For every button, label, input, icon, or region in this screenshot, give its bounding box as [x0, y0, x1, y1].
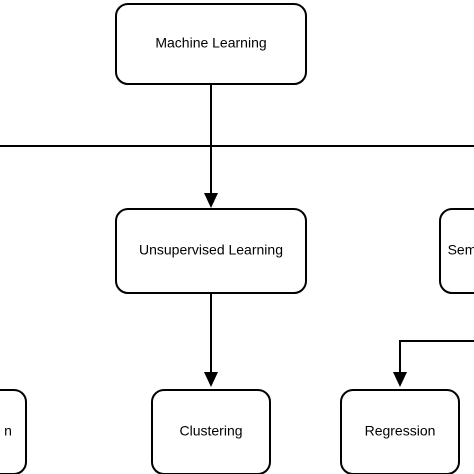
- node-clustering[interactable]: Clustering: [151, 389, 271, 474]
- node-machine-learning-label: Machine Learning: [155, 35, 266, 51]
- node-regression-box: [340, 389, 460, 474]
- node-semi-supervised-partial-label: Sem: [448, 242, 474, 258]
- node-classification-partial-box: [0, 389, 27, 474]
- node-unsupervised-learning-label: Unsupervised Learning: [139, 242, 283, 258]
- node-unsupervised-learning[interactable]: Unsupervised Learning: [115, 208, 307, 294]
- node-regression[interactable]: Regression: [340, 389, 460, 474]
- node-clustering-label: Clustering: [179, 423, 242, 439]
- node-classification-partial[interactable]: n: [0, 389, 27, 474]
- edge-unsupervised-to-clustering: [204, 293, 218, 387]
- node-machine-learning[interactable]: Machine Learning: [115, 3, 307, 85]
- edge-semi-supervised-to-regression: [393, 340, 474, 387]
- edge-unsupervised-to-clustering-arrowhead: [204, 372, 218, 387]
- node-semi-supervised-partial[interactable]: Sem: [439, 208, 474, 294]
- edge-semi-supervised-to-regression-line: [399, 340, 474, 374]
- node-regression-label: Regression: [365, 423, 436, 439]
- node-clustering-box: [151, 389, 271, 474]
- edge-ml-to-unsupervised-arrowhead: [204, 193, 218, 208]
- node-classification-partial-label: n: [4, 423, 12, 439]
- edge-ml-to-unsupervised: [204, 84, 218, 208]
- edge-semi-supervised-to-regression-arrowhead: [393, 372, 407, 387]
- node-semi-supervised-partial-box: [439, 208, 474, 294]
